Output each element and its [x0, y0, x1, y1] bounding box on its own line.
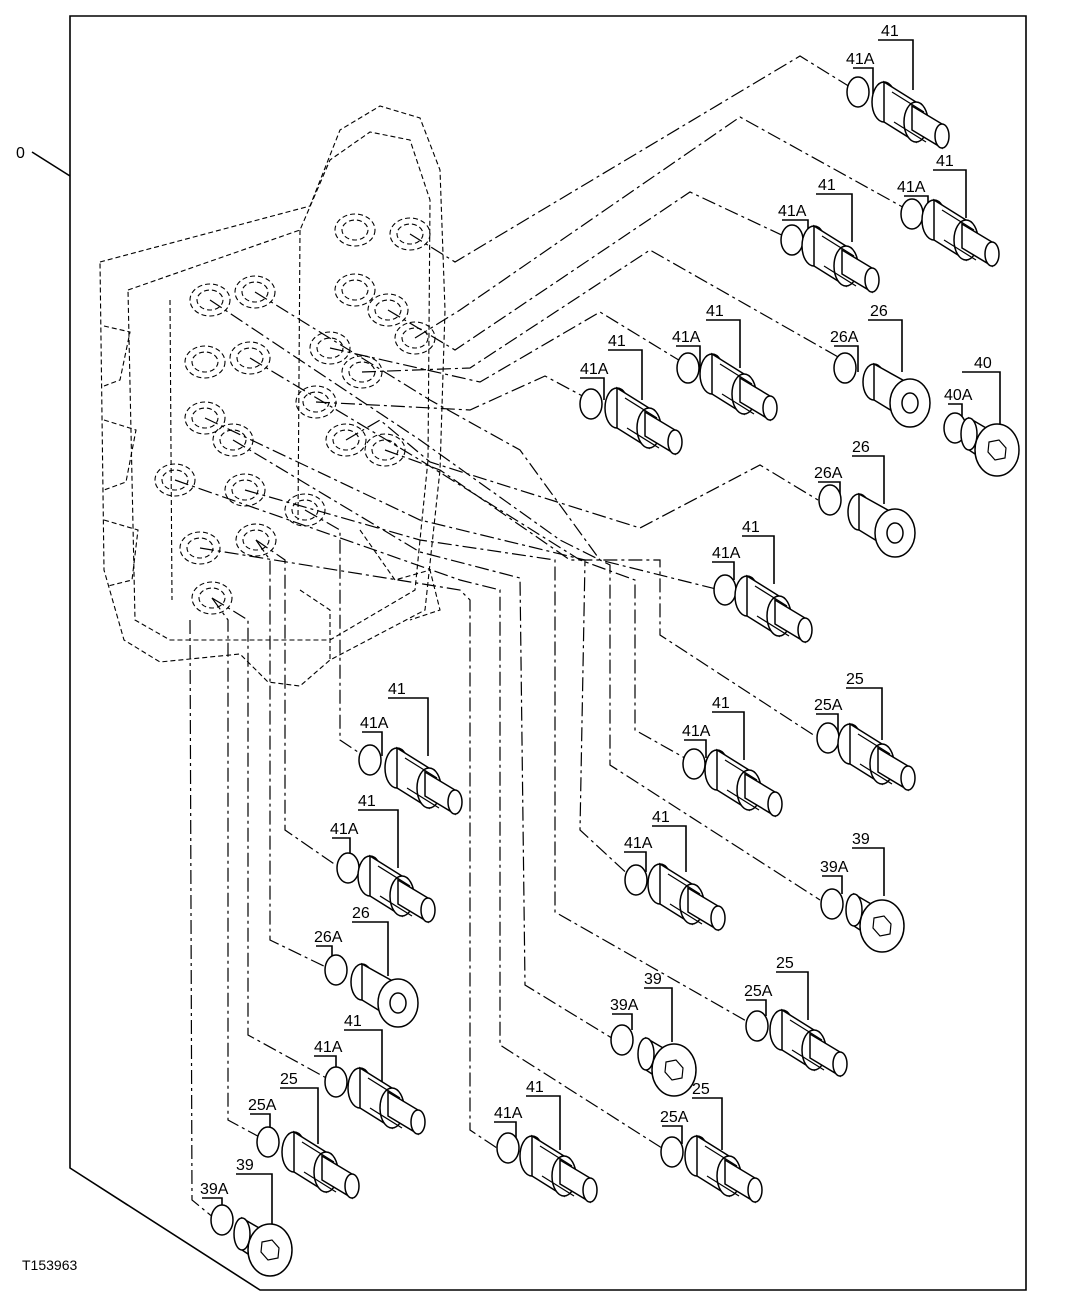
callout-25: 25	[776, 955, 794, 972]
part-group-41-h: 41 41A	[358, 681, 463, 815]
callout-39a: 39A	[610, 997, 639, 1014]
part-group-41-k: 41 41A	[314, 1013, 426, 1135]
callout-26: 26	[870, 303, 888, 320]
callout-40a: 40A	[944, 387, 973, 404]
callout-41a: 41A	[897, 179, 926, 196]
callout-41a: 41A	[846, 51, 875, 68]
callout-25a: 25A	[814, 697, 843, 714]
callout-41: 41	[742, 519, 760, 536]
part-group-39-c: 39 39A	[200, 1157, 293, 1277]
callout-41a: 41A	[494, 1105, 523, 1122]
callout-41a: 41A	[330, 821, 359, 838]
callout-26: 26	[352, 905, 370, 922]
callout-41: 41	[881, 23, 899, 40]
callout-41: 41	[818, 177, 836, 194]
callout-41a: 41A	[624, 835, 653, 852]
part-group-41-f: 41 41A	[712, 519, 813, 643]
part-group-26-b: 26 26A	[814, 439, 916, 558]
part-group-41-j: 41 41A	[330, 793, 436, 923]
callout-26a: 26A	[814, 465, 843, 482]
part-group-41-b: 41 41A	[897, 153, 1000, 267]
part-group-41-d: 41 41A	[672, 303, 778, 421]
callout-41a: 41A	[712, 545, 741, 562]
callout-41a: 41A	[580, 361, 609, 378]
callout-41a: 41A	[778, 203, 807, 220]
callout-41: 41	[712, 695, 730, 712]
callout-41: 41	[526, 1079, 544, 1096]
base-leader	[31, 151, 71, 177]
callout-25: 25	[846, 671, 864, 688]
callout-41a: 41A	[682, 723, 711, 740]
part-group-41-i: 41 41A	[624, 809, 726, 931]
callout-41: 41	[652, 809, 670, 826]
callout-25: 25	[280, 1071, 298, 1088]
callout-41: 41	[344, 1013, 362, 1030]
callout-41: 41	[706, 303, 724, 320]
part-group-39-a: 39 39A	[820, 831, 905, 953]
routing-lines	[174, 55, 909, 1219]
base-label: 0	[16, 145, 25, 162]
part-group-40: 40 40A	[943, 355, 1020, 477]
part-group-41-g: 41 41A	[682, 695, 783, 817]
callout-39: 39	[852, 831, 870, 848]
part-group-41-c: 41 41A	[778, 177, 880, 293]
callout-41: 41	[936, 153, 954, 170]
callout-25a: 25A	[744, 983, 773, 1000]
part-group-26-c: 26 26A	[314, 905, 419, 1028]
part-group-26-a: 26 26A	[830, 303, 931, 428]
part-group-25-a: 25 25A	[814, 671, 916, 791]
callout-39: 39	[236, 1157, 254, 1174]
figure-id: T153963	[22, 1257, 77, 1273]
callout-41: 41	[608, 333, 626, 350]
callout-25a: 25A	[660, 1109, 689, 1126]
callout-40: 40	[974, 355, 992, 372]
callout-41a: 41A	[360, 715, 389, 732]
callout-26: 26	[852, 439, 870, 456]
callout-41a: 41A	[672, 329, 701, 346]
part-group-25-b: 25 25A	[744, 955, 848, 1077]
part-group-25-c: 25 25A	[248, 1071, 360, 1199]
callout-41: 41	[358, 793, 376, 810]
callout-39: 39	[644, 971, 662, 988]
callout-41a: 41A	[314, 1039, 343, 1056]
part-group-25-d: 25 25A	[660, 1081, 763, 1203]
callout-39a: 39A	[200, 1181, 229, 1198]
part-group-41-e: 41 41A	[579, 333, 683, 455]
callout-39a: 39A	[820, 859, 849, 876]
part-group-41-a: 41 41A	[846, 23, 950, 149]
callout-41: 41	[388, 681, 406, 698]
part-group-41-l: 41 41A	[494, 1079, 598, 1203]
callout-26a: 26A	[314, 929, 343, 946]
callout-25: 25	[692, 1081, 710, 1098]
callout-25a: 25A	[248, 1097, 277, 1114]
frame-outline	[69, 15, 1027, 1291]
part-group-39-b: 39 39A	[610, 971, 697, 1097]
callout-26a: 26A	[830, 329, 859, 346]
control-valve-body	[99, 105, 446, 687]
